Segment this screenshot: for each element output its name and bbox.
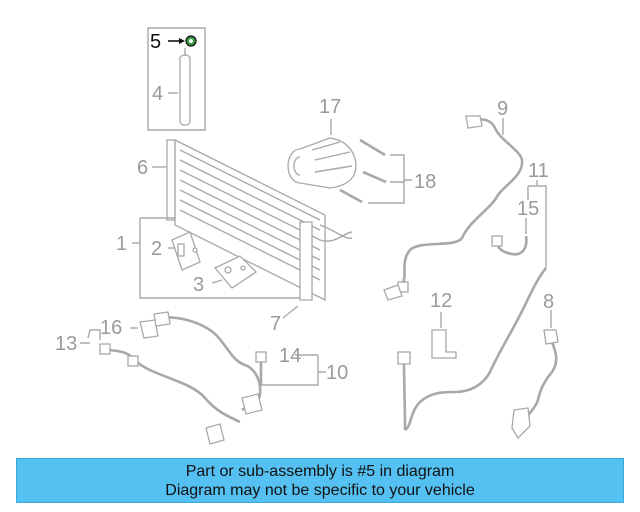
bracket-3 [213, 255, 258, 289]
hose-16 [139, 319, 159, 339]
receiver-drier [179, 48, 191, 126]
hose-9 [400, 118, 524, 286]
parts-diagram: 5 4 17 9 6 18 11 15 1 2 3 12 8 7 16 13 1… [55, 27, 559, 445]
callout-6: 6 [137, 157, 148, 179]
hose-10 [159, 316, 262, 412]
callout-4: 4 [152, 83, 163, 105]
banner-line-1: Part or sub-assembly is #5 in diagram [185, 463, 455, 480]
condenser [166, 138, 353, 302]
callout-3: 3 [193, 274, 204, 296]
callout-10: 10 [326, 362, 348, 384]
callout-18: 18 [414, 171, 436, 193]
condenser-callout-box [139, 217, 300, 299]
callout-15: 15 [517, 198, 539, 220]
callout-9: 9 [497, 98, 508, 120]
pressure-switch-12 [431, 329, 457, 359]
hose-11 [404, 267, 548, 432]
callout-16: 16 [100, 317, 122, 339]
info-banner: Part or sub-assembly is #5 in diagram Di… [16, 458, 624, 503]
callout-8: 8 [543, 291, 554, 313]
callout-2: 2 [151, 238, 162, 260]
callout-17: 17 [319, 96, 341, 118]
callout-5: 5 [150, 31, 161, 53]
callout-1: 1 [116, 233, 127, 255]
compressor [287, 137, 357, 189]
callout-12: 12 [430, 290, 452, 312]
callout-11: 11 [528, 160, 549, 182]
callout-7: 7 [270, 313, 281, 335]
callout-13: 13 [55, 333, 77, 355]
hose-8 [520, 335, 558, 429]
callout-14: 14 [279, 345, 301, 367]
banner-line-2: Diagram may not be specific to your vehi… [165, 482, 475, 499]
compressor-bolts [339, 138, 387, 204]
hose-15 [491, 235, 528, 256]
drier-callout-box [147, 27, 206, 131]
bracket-2 [171, 231, 201, 271]
drier-cap [185, 35, 197, 47]
hose-13 [99, 346, 241, 424]
callout-5-arrow [179, 38, 185, 44]
